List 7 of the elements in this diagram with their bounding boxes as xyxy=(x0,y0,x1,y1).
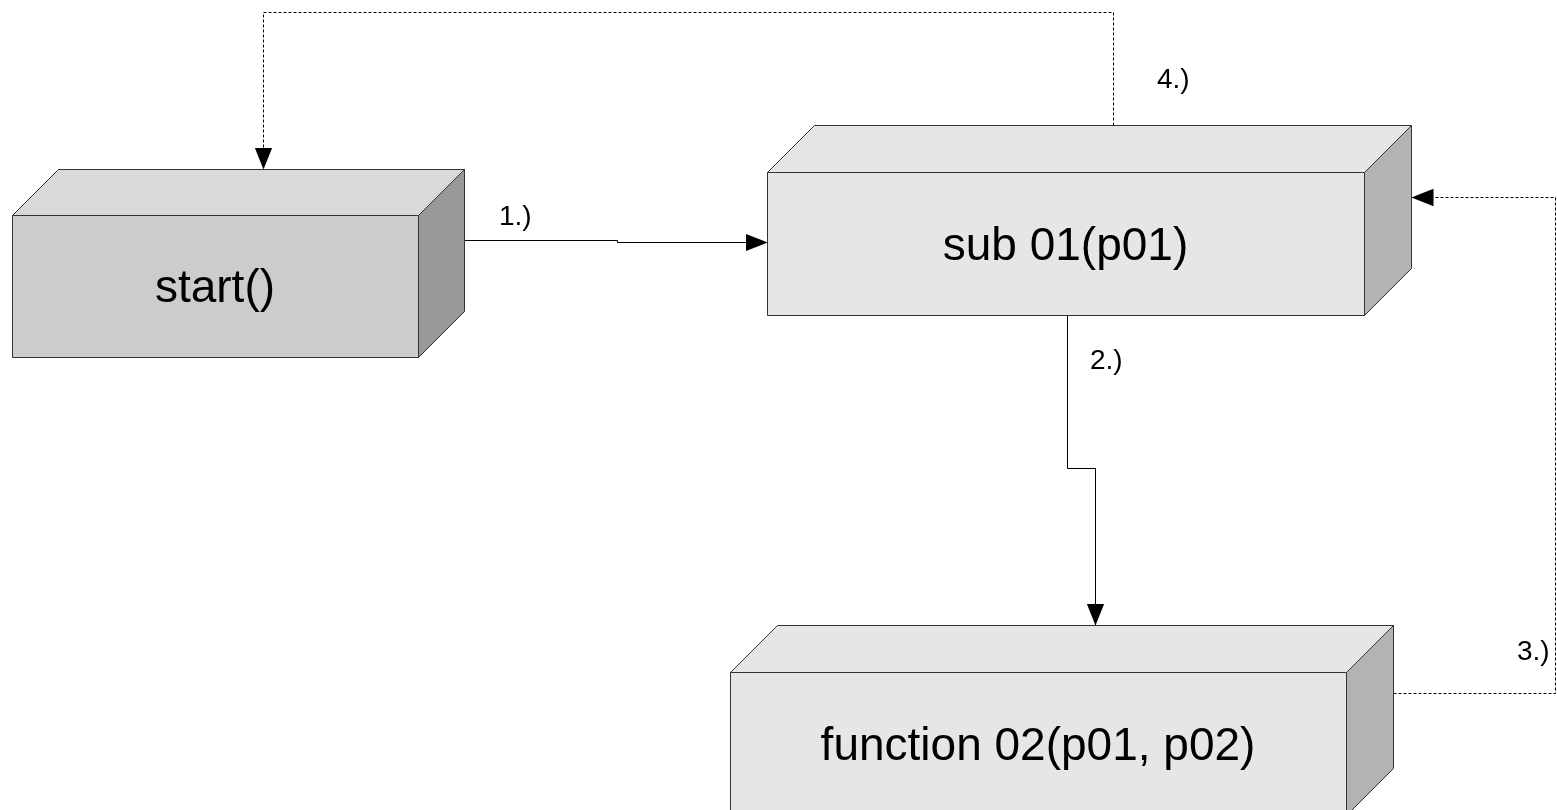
connector-arrow xyxy=(1067,315,1105,626)
connector-arrow xyxy=(254,12,1114,170)
connector-arrow xyxy=(1393,188,1556,694)
node-label: sub 01(p01) xyxy=(942,216,1189,271)
node-label: function 02(p01, p02) xyxy=(820,716,1256,771)
connector-arrow xyxy=(464,233,768,252)
node-label: start() xyxy=(154,259,276,313)
